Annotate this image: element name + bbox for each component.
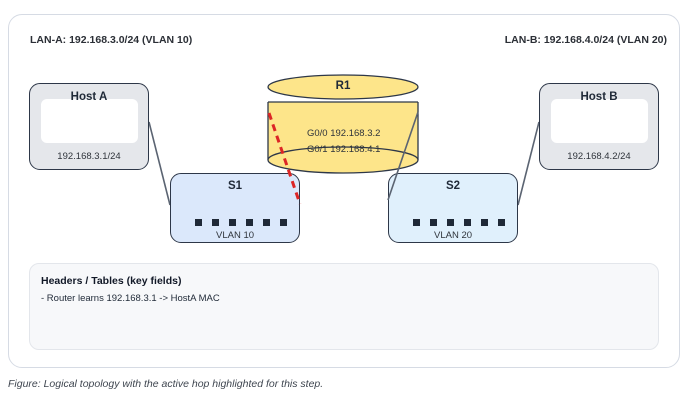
- port-icon: [229, 219, 236, 226]
- key-fields-panel: Headers / Tables (key fields) - Router l…: [29, 263, 659, 350]
- port-icon: [447, 219, 454, 226]
- lan-b-label: LAN-B: 192.168.4.0/24 (VLAN 20): [504, 34, 667, 46]
- port-icon: [195, 219, 202, 226]
- panel-line: - Router learns 192.168.3.1 -> HostA MAC: [41, 293, 220, 304]
- lan-a-label: LAN-A: 192.168.3.0/24 (VLAN 10): [30, 34, 193, 46]
- switch-s1[interactable]: S1 VLAN 10: [170, 173, 300, 243]
- router-interface-g0-1: G0/1 192.168.4.1: [307, 144, 381, 155]
- host-b-name: Host B: [580, 91, 618, 103]
- switch-s2[interactable]: S2 VLAN 20: [388, 173, 518, 243]
- host-b-ip: 192.168.4.2/24: [567, 151, 631, 162]
- port-icon: [212, 219, 219, 226]
- host-a-ip: 192.168.3.1/24: [57, 151, 121, 162]
- router-name: R1: [335, 80, 351, 92]
- port-icon: [430, 219, 437, 226]
- switch-s2-vlan: VLAN 20: [433, 230, 473, 241]
- switch-s1-ports: [195, 219, 287, 226]
- switch-s1-vlan: VLAN 10: [215, 230, 255, 241]
- switch-s2-name: S2: [445, 180, 461, 192]
- figure-caption: Figure: Logical topology with the active…: [8, 378, 324, 390]
- host-a-screen-icon: [41, 99, 138, 143]
- router-interface-g0-0: G0/0 192.168.3.2: [307, 128, 381, 139]
- port-icon: [464, 219, 471, 226]
- host-a[interactable]: Host A 192.168.3.1/24: [29, 83, 149, 170]
- host-b[interactable]: Host B 192.168.4.2/24: [539, 83, 659, 170]
- link-s2-hostb: [517, 121, 540, 206]
- link-hosta-s1: [148, 121, 171, 206]
- panel-heading: Headers / Tables (key fields): [41, 275, 182, 287]
- host-a-name: Host A: [70, 91, 108, 103]
- switch-s1-name: S1: [227, 180, 243, 192]
- host-b-screen-icon: [551, 99, 648, 143]
- port-icon: [481, 219, 488, 226]
- port-icon: [246, 219, 253, 226]
- port-icon: [413, 219, 420, 226]
- router-top-ellipse: [267, 74, 419, 100]
- port-icon: [263, 219, 270, 226]
- port-icon: [498, 219, 505, 226]
- port-icon: [280, 219, 287, 226]
- switch-s2-ports: [413, 219, 505, 226]
